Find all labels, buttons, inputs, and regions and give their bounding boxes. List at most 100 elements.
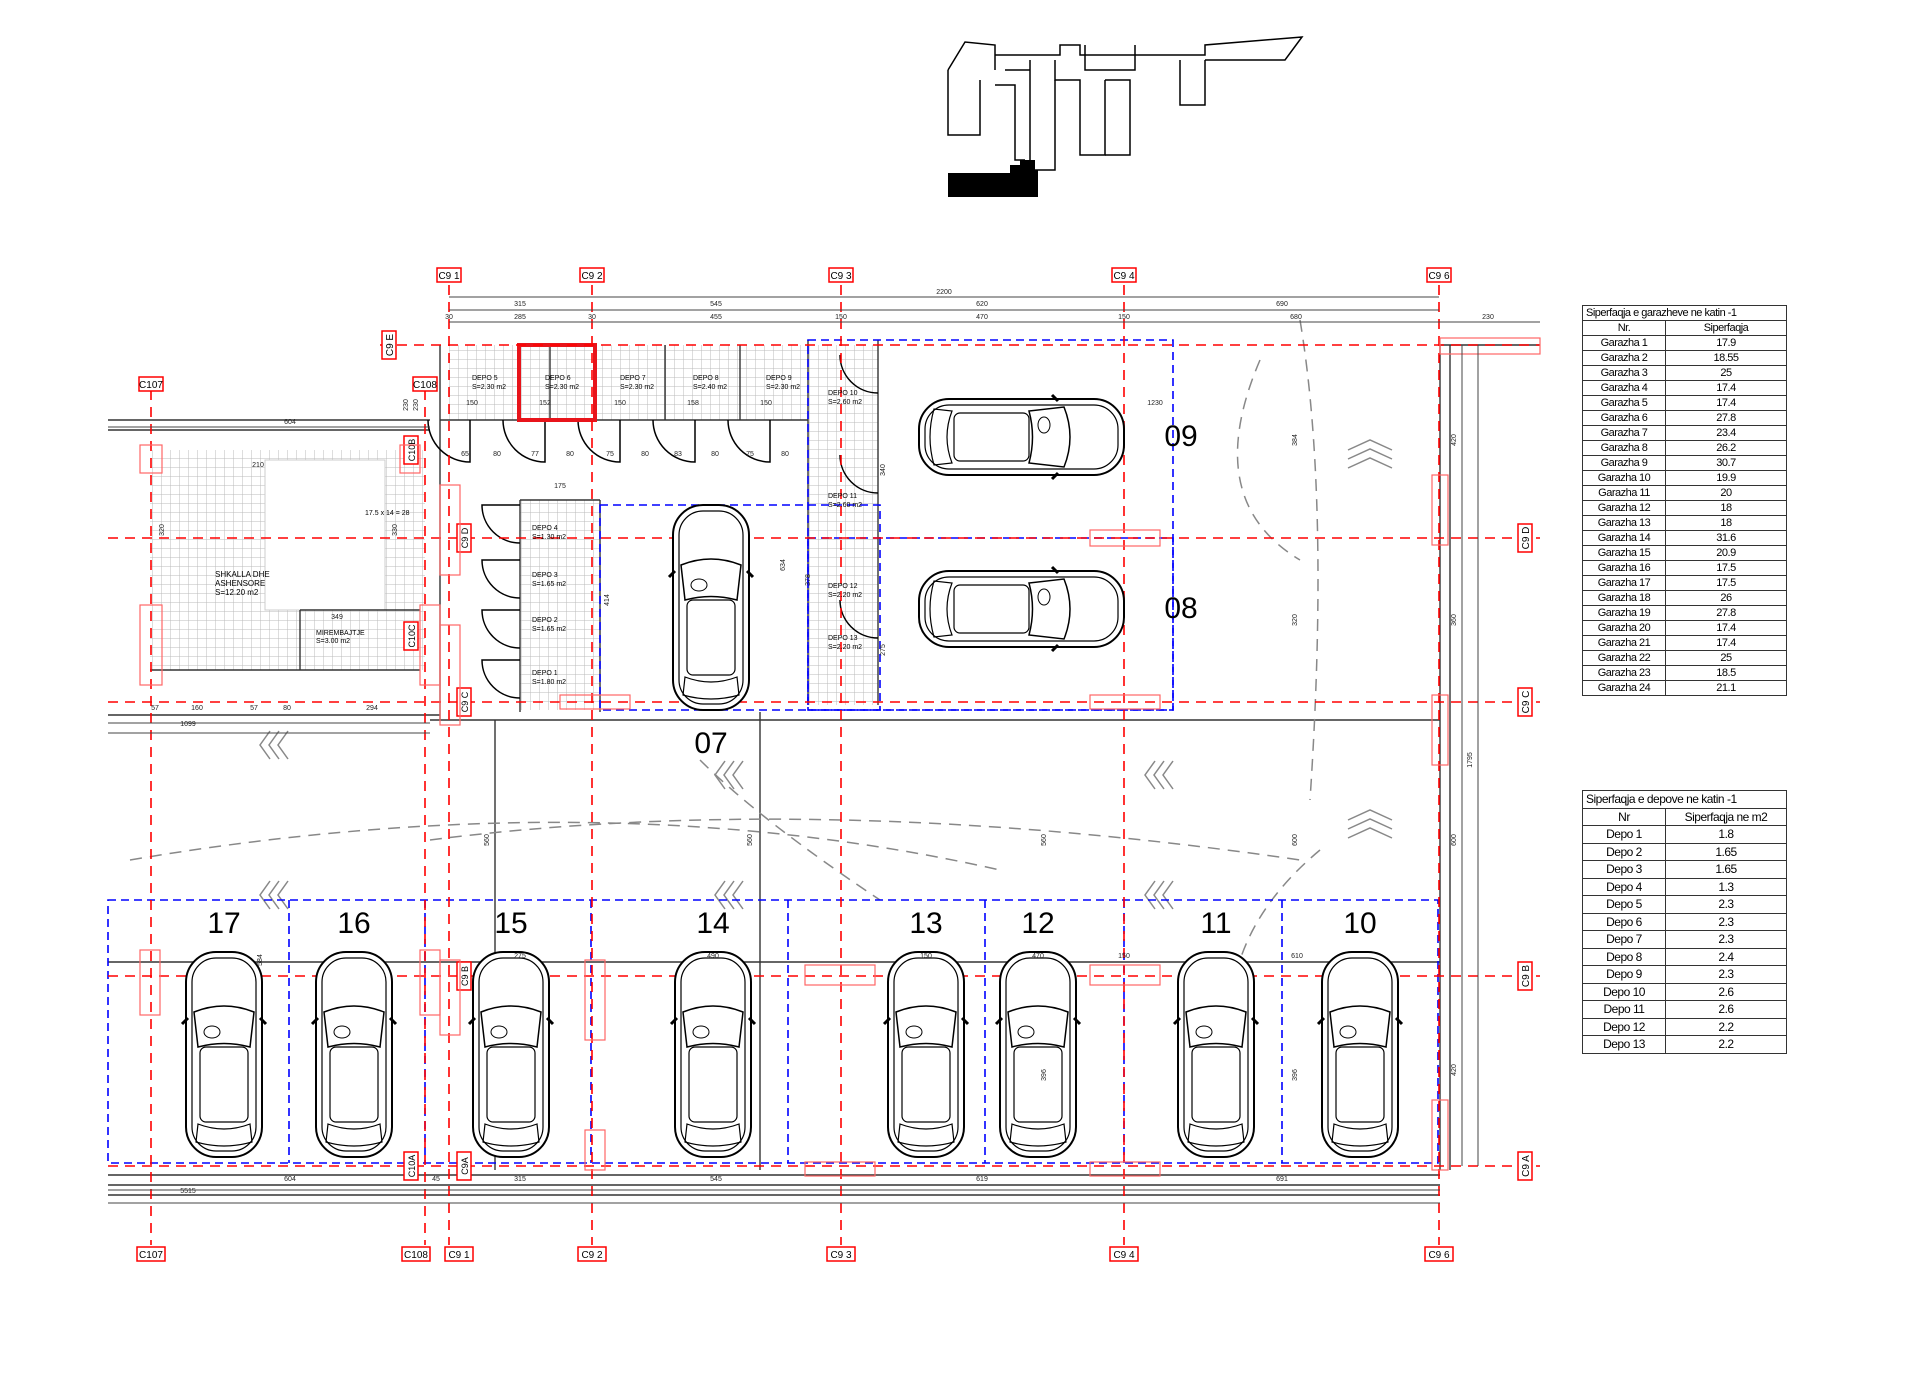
dimension-label: 150 <box>920 953 932 960</box>
axis-label: C9 6 <box>1428 1250 1450 1261</box>
direction-arrow-icon <box>732 760 744 790</box>
column-outline <box>1431 474 1449 546</box>
floor-tile-hatch <box>808 545 878 705</box>
area-cell: 18 <box>1665 500 1787 516</box>
axis-label: C108 <box>404 1250 428 1261</box>
axis-label-box <box>403 435 419 465</box>
area-cell: 2.6 <box>1665 1000 1787 1019</box>
door-swing <box>481 659 521 699</box>
dimension-label: 1230 <box>1147 400 1163 407</box>
column-outline <box>139 604 163 686</box>
room-label: DEPO 11 <box>828 493 857 500</box>
name-cell: Garazha 23 <box>1582 665 1666 681</box>
direction-arrow-icon <box>1144 760 1156 790</box>
column-outline <box>139 444 163 474</box>
room-label: ASHENSORE <box>215 579 265 588</box>
direction-arrow-icon <box>723 760 735 790</box>
axis-label: C9 2 <box>581 1250 603 1261</box>
axis-label-box <box>381 330 397 360</box>
car-icon <box>917 393 1126 481</box>
area-cell: 23.4 <box>1665 425 1787 441</box>
axis-label-box <box>1426 267 1452 283</box>
room-area: S=2.30 m2 <box>766 384 800 391</box>
direction-arrow-icon <box>1347 457 1393 469</box>
room-label: DEPO 7 <box>620 375 646 382</box>
name-cell: Garazha 19 <box>1582 605 1666 621</box>
dimension-label: 545 <box>710 301 722 308</box>
dimension-label: 5515 <box>180 1188 196 1195</box>
dimension-label: 45 <box>432 1176 440 1183</box>
column-outline <box>1439 337 1541 355</box>
dimension-label: 560 <box>1041 834 1048 846</box>
name-cell: Depo 6 <box>1582 912 1666 931</box>
dimension-label: 77 <box>531 451 539 458</box>
ramp-path <box>1236 359 1301 561</box>
room-area: S=2.60 m2 <box>828 399 862 406</box>
direction-arrow-icon <box>723 880 735 910</box>
name-cell: Garazha 17 <box>1582 575 1666 591</box>
car-icon <box>310 950 398 1159</box>
dimension-label: 160 <box>191 705 203 712</box>
door-swing <box>481 609 521 649</box>
column-outline <box>439 624 461 726</box>
axis-label-box <box>436 267 462 283</box>
key-plan-outline <box>1179 60 1206 106</box>
dimension-label: 620 <box>976 301 988 308</box>
column-outline <box>419 949 441 1016</box>
dimension-label: 1795 <box>1467 752 1474 768</box>
room-area: S=2.30 m2 <box>545 384 579 391</box>
dimension-label: 378 <box>805 574 812 586</box>
area-cell: 2.3 <box>1665 895 1787 914</box>
column-outline <box>804 1161 876 1177</box>
room-label: DEPO 3 <box>532 572 558 579</box>
area-cell: 2.4 <box>1665 947 1787 966</box>
direction-arrow-icon <box>268 730 280 760</box>
dimension-label: 150 <box>1118 953 1130 960</box>
stair-spec: 17.5 x 14 = 28 <box>365 510 410 517</box>
key-plan-outline <box>1105 79 1131 156</box>
dimension-label: 414 <box>604 594 611 606</box>
dimension-label: 604 <box>284 419 296 426</box>
direction-arrow-icon <box>259 730 271 760</box>
car-icon <box>669 950 757 1159</box>
axis-label-box <box>444 1246 474 1262</box>
column-outline <box>1089 1161 1161 1177</box>
garage-area-table: Siperfaqja e garazheve ne katin -1 Nr.Si… <box>1582 305 1787 696</box>
direction-arrow-icon <box>277 880 289 910</box>
axis-label: C107 <box>139 380 163 391</box>
dimension-label: 470 <box>976 314 988 321</box>
column-outline <box>584 959 606 1041</box>
column-outline <box>1089 964 1161 986</box>
axis-label: C108 <box>413 380 437 391</box>
garage-number: 16 <box>337 907 370 940</box>
dimension-label: 230 <box>413 399 420 411</box>
axis-label-box <box>1517 687 1533 717</box>
dimension-label: 340 <box>880 464 887 476</box>
axis-label: C9 D <box>1521 527 1532 550</box>
area-cell: 17.4 <box>1665 395 1787 411</box>
dimension-label: 275 <box>514 953 526 960</box>
room-label: DEPO 6 <box>545 375 571 382</box>
axis-label: C9 4 <box>1113 1250 1135 1261</box>
name-cell: Garazha 6 <box>1582 410 1666 426</box>
axis-label-box <box>1517 523 1533 553</box>
direction-arrow-icon <box>277 730 289 760</box>
dimension-label: 57 <box>250 705 258 712</box>
axis-label: C9 6 <box>1428 271 1450 282</box>
room-area: S=2.20 m2 <box>828 644 862 651</box>
garage-number: 09 <box>1164 420 1197 453</box>
dimension-label: 455 <box>710 314 722 321</box>
area-cell: 2.2 <box>1665 1017 1787 1036</box>
ramp-path <box>1299 319 1319 801</box>
name-cell: Depo 4 <box>1582 877 1666 896</box>
